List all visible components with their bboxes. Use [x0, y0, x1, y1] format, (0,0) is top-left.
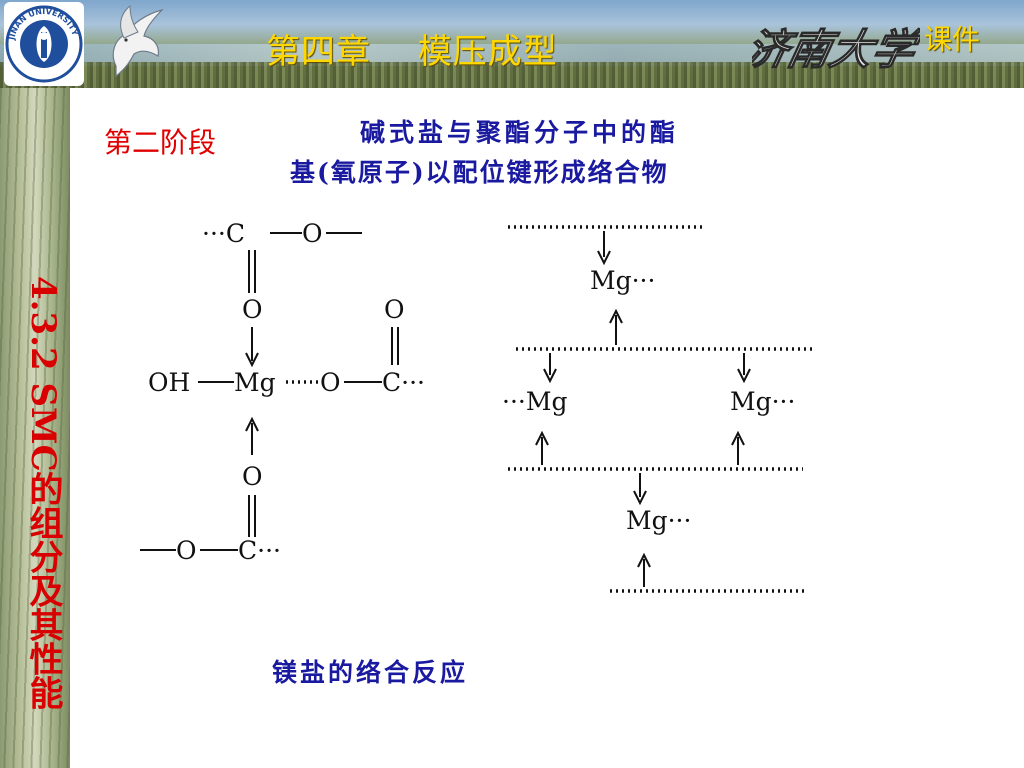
right-carbonyl-oxygen: O	[384, 295, 405, 324]
top-coord-arrow-head	[245, 352, 259, 368]
top-carbonyl-oxygen: O	[242, 295, 263, 324]
description-line-1: 碱式盐与聚酯分子中的酯	[360, 118, 680, 147]
courseware-label: 课件	[924, 23, 981, 56]
banner-water	[0, 44, 1024, 66]
bottom-carbonyl-oxygen: O	[242, 462, 263, 491]
bottom-oxygen-label: O	[176, 536, 197, 565]
arrow-1-head	[597, 250, 611, 266]
top-carbon-label: ···C	[202, 219, 245, 248]
institution-calligraphy-logo: 济南大学	[752, 25, 920, 76]
description-line-2: 基(氧原子)以配位键形成络合物	[290, 158, 669, 187]
section-title: 4.3.2 SMC的组分及其性能	[23, 276, 63, 710]
left-structure-diagram: ···C O O O OH Mg O C··· O O C···	[140, 219, 425, 565]
dove-icon	[112, 4, 164, 78]
mg-label-1: Mg···	[590, 266, 655, 295]
arrow-5-head	[535, 430, 549, 446]
bottom-carbon-label: C···	[238, 536, 281, 565]
center-carbon-label: C···	[382, 368, 425, 397]
svg-text:济南大学: 济南大学	[752, 25, 920, 74]
mg-label-3: Mg···	[730, 387, 795, 416]
mg-label-2: ···Mg	[502, 387, 567, 416]
sidebar-texture	[0, 88, 70, 768]
arrow-3-head	[543, 368, 557, 384]
sidebar: 4.3.2 SMC的组分及其性能	[0, 88, 70, 768]
magnesium-label: Mg	[234, 368, 276, 397]
top-oxygen-label: O	[302, 219, 323, 248]
arrow-6-head	[731, 430, 745, 446]
header-banner: JINAN UNIVERSITY 第四章 模压成型 济南大学 课件	[0, 0, 1024, 88]
mg-label-4: Mg···	[626, 506, 691, 535]
university-seal-icon: JINAN UNIVERSITY	[5, 5, 83, 83]
arrow-8-head	[637, 552, 651, 568]
bottom-coord-arrow-head	[245, 416, 259, 432]
center-oxygen-label: O	[320, 368, 341, 397]
stage-label: 第二阶段	[104, 126, 217, 159]
figure-caption: 镁盐的络合反应	[272, 658, 469, 687]
right-network-diagram: Mg··· ···Mg Mg··· Mg···	[502, 225, 812, 593]
hydroxyl-label: OH	[148, 368, 190, 397]
arrow-7-head	[633, 490, 647, 506]
university-logo: JINAN UNIVERSITY	[4, 2, 84, 86]
banner-reeds	[0, 62, 1024, 88]
chapter-title: 第四章 模压成型	[266, 32, 558, 72]
arrow-4-head	[737, 368, 751, 384]
arrow-2-head	[609, 308, 623, 324]
